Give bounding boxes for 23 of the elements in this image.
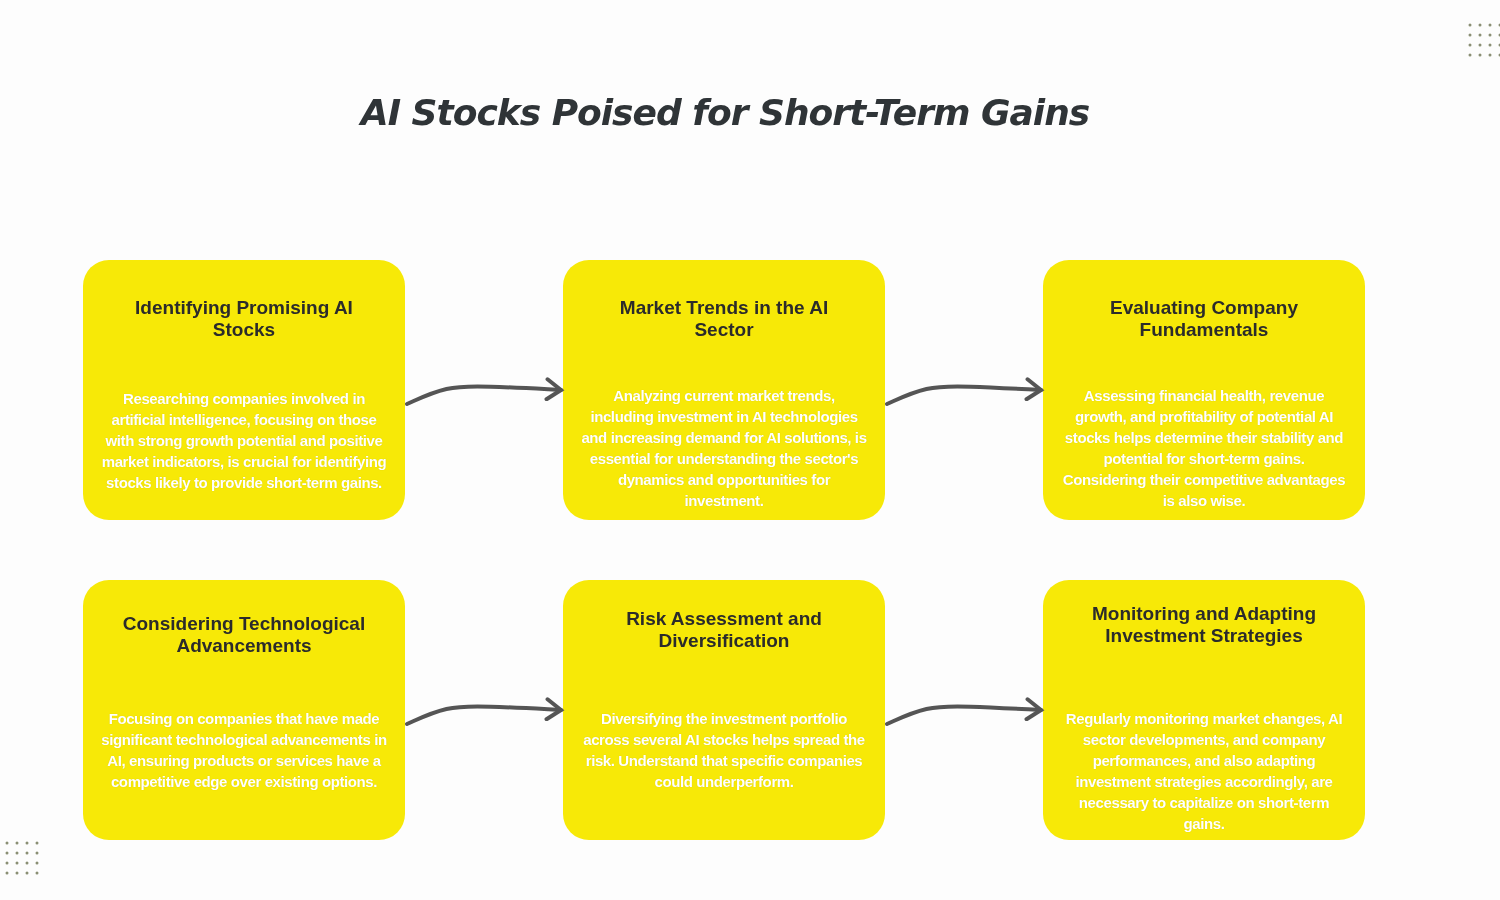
card-description: Regularly monitoring market changes, AI sector developments, and company performances, and also adapting investment strategies accordingly, are necessary to capitalize on short-term gains. — [1064, 709, 1344, 834]
step-card — [83, 260, 405, 520]
card-heading: Monitoring and Adapting Investment Strategies — [1090, 603, 1318, 647]
card-description: Focusing on companies that have made significant technological advancements in AI, ensuring products or services have a competitive edge over existing options. — [101, 709, 387, 792]
card-heading: Risk Assessment and Diversification — [625, 608, 823, 652]
title: AI Stocks Poised for Short-Term Gains — [357, 92, 1091, 133]
step-card — [1043, 260, 1365, 520]
arrow — [405, 697, 563, 726]
card-description: Analyzing current market trends, including investment in AI technologies and increasing demand for AI solutions, is essential for understanding the sector's dynamics and opportunities for investment. — [581, 386, 867, 511]
step-card — [83, 580, 405, 840]
step-card — [563, 260, 885, 520]
card-heading: Market Trends in the AI Sector — [618, 297, 830, 341]
card-heading: Considering Technological Advancements — [121, 613, 367, 657]
arrow — [885, 697, 1043, 726]
card-heading: Evaluating Company Fundamentals — [1109, 297, 1299, 341]
card-description: Assessing financial health, revenue growth, and profitability of potential AI stocks helps determine their stability and potential for short-term gains. Considering their competitive advantages is also wise. — [1061, 386, 1347, 511]
card-description: Researching companies involved in artificial intelligence, focusing on those with strong growth potential and positive market indicators, is crucial for identifying stocks likely to provide short-term gains. — [101, 389, 387, 493]
card-heading: Identifying Promising AI Stocks — [134, 297, 354, 341]
arrow — [405, 377, 563, 406]
step-card — [1043, 580, 1365, 840]
arrow — [885, 377, 1043, 406]
card-description: Diversifying the investment portfolio across several AI stocks helps spread the risk. Understand that specific companies could underperform. — [582, 709, 866, 792]
step-card — [563, 580, 885, 840]
